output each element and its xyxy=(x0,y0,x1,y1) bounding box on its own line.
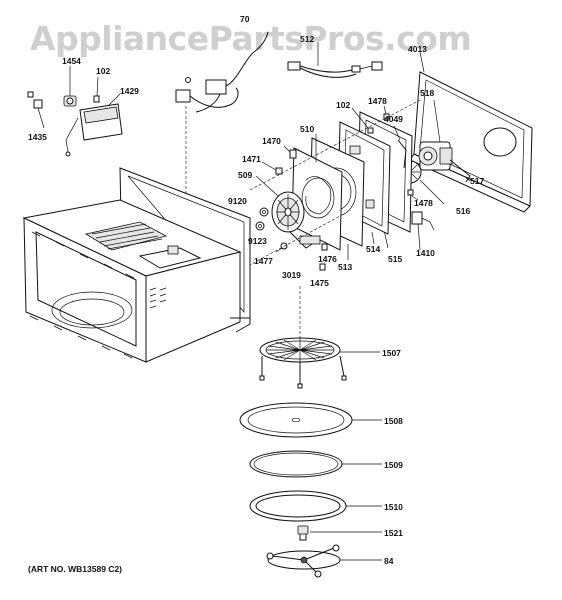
screw-102-right[interactable] xyxy=(351,107,374,134)
callout-1410: 1410 xyxy=(416,248,435,258)
coupler-1521[interactable] xyxy=(297,525,382,541)
oven-cavity[interactable] xyxy=(22,167,251,363)
callout-labels: 70 512 4013 1454 102 1429 1435 102 1478 … xyxy=(28,14,484,574)
bracket-4049[interactable] xyxy=(393,125,407,169)
callout-3019: 3019 xyxy=(282,270,301,280)
callout-1476: 1476 xyxy=(318,254,337,264)
callout-1435: 1435 xyxy=(28,132,47,142)
glass-tray-1508[interactable] xyxy=(239,402,382,438)
callout-1478-lower: 1478 xyxy=(414,198,433,208)
callout-1429: 1429 xyxy=(120,86,139,96)
screw-1475[interactable] xyxy=(319,263,326,271)
callout-1507: 1507 xyxy=(382,348,401,358)
callout-1470: 1470 xyxy=(262,136,281,146)
callout-4013: 4013 xyxy=(408,44,427,54)
bracket-517[interactable] xyxy=(449,159,471,183)
callout-516: 516 xyxy=(456,206,470,216)
screw-1476[interactable] xyxy=(321,243,328,251)
callout-4049: 4049 xyxy=(384,114,403,124)
callout-513: 513 xyxy=(338,262,352,272)
callout-102-left: 102 xyxy=(96,66,110,76)
callout-9120: 9120 xyxy=(228,196,247,206)
wiring-harness-70[interactable] xyxy=(175,31,269,113)
sensor-1410[interactable] xyxy=(411,211,435,251)
callout-9123: 9123 xyxy=(248,236,267,246)
clip-1435[interactable] xyxy=(27,91,45,129)
clip-1477[interactable] xyxy=(275,242,288,253)
roller-support-84[interactable] xyxy=(266,544,382,578)
callout-1509: 1509 xyxy=(384,460,403,470)
callout-1454: 1454 xyxy=(62,56,81,66)
callout-1477: 1477 xyxy=(254,256,273,266)
tray-1510[interactable] xyxy=(249,490,382,522)
callout-509: 509 xyxy=(238,170,252,180)
washer-9120[interactable] xyxy=(259,207,269,217)
fan-blade-509[interactable] xyxy=(255,175,305,233)
callout-1478-top: 1478 xyxy=(368,96,387,106)
callout-1471: 1471 xyxy=(242,154,261,164)
art-number: (ART NO. WB13589 C2) xyxy=(28,564,122,574)
screw-102-left[interactable] xyxy=(93,76,100,103)
roller-ring-1509[interactable] xyxy=(249,450,382,478)
callout-512: 512 xyxy=(300,34,314,44)
terminal-block-1454[interactable] xyxy=(63,66,77,107)
callout-70: 70 xyxy=(240,14,250,24)
screw-1478-lower[interactable] xyxy=(407,189,419,201)
callout-1510: 1510 xyxy=(384,502,403,512)
motor-518[interactable] xyxy=(418,99,453,171)
callout-1521: 1521 xyxy=(384,528,403,538)
screw-1470[interactable] xyxy=(283,145,297,159)
screw-1471[interactable] xyxy=(261,161,283,175)
callout-84: 84 xyxy=(384,556,394,566)
callout-517: 517 xyxy=(470,176,484,186)
callout-518: 518 xyxy=(420,88,434,98)
callout-514: 514 xyxy=(366,244,380,254)
watermark-text: AppliancePartsPros.com xyxy=(30,19,471,58)
callout-510: 510 xyxy=(300,124,314,134)
callout-1475: 1475 xyxy=(310,278,329,288)
oven-rack-1507[interactable] xyxy=(259,337,380,389)
shaft-3019[interactable] xyxy=(289,231,321,249)
nut-9123[interactable] xyxy=(255,221,265,231)
callout-1508: 1508 xyxy=(384,416,403,426)
callout-515: 515 xyxy=(388,254,402,264)
callout-102-right: 102 xyxy=(336,100,350,110)
bracket-1429[interactable] xyxy=(65,93,123,157)
wiring-512[interactable] xyxy=(287,42,383,78)
